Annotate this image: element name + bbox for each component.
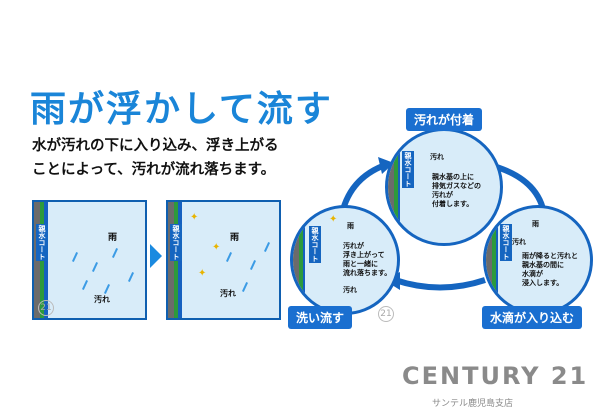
cycle-left-text: 汚れが浮き上がって雨と一緒に流れ落ちます。 bbox=[343, 242, 392, 277]
sparkle-icon: ✦ bbox=[212, 242, 221, 253]
cycle-right: 親水コート 雨 雨が降ると汚れと親水基の間に水滴が浸入します。 汚れ bbox=[483, 205, 593, 315]
cycle-left: 親水コート 雨 汚れが浮き上がって雨と一緒に流れ落ちます。 汚れ ✦ bbox=[290, 205, 400, 315]
rain-label: 雨 bbox=[532, 220, 539, 228]
coat-label: 親水コート bbox=[170, 224, 182, 261]
panel-after: 親水コート 雨 汚れ ✦ ✦ ✦ bbox=[166, 200, 281, 320]
cycle-top-text: 親水基の上に排気ガスなどの汚れが付着します。 bbox=[432, 173, 481, 208]
page-title: 雨が浮かして流す bbox=[30, 89, 333, 130]
dirt-label: 汚れ bbox=[220, 289, 236, 298]
stage-label-top: 汚れが付着 bbox=[406, 108, 483, 131]
wall-layer bbox=[293, 208, 305, 312]
badge-21: 21 bbox=[38, 300, 54, 316]
cycle-right-text: 雨が降ると汚れと親水基の間に水滴が浸入します。 bbox=[522, 252, 578, 287]
brand-logo: CENTURY 21 bbox=[402, 362, 589, 390]
sparkle-icon: ✦ bbox=[198, 268, 207, 279]
arrow-right-icon bbox=[150, 244, 162, 268]
branch-name: サンテル鹿児島支店 bbox=[432, 399, 514, 409]
rain-label: 雨 bbox=[230, 233, 240, 243]
stage-label-left: 洗い流す bbox=[288, 306, 353, 329]
panel-before: 親水コート 雨 汚れ 21 bbox=[32, 200, 147, 320]
sparkle-icon: ✦ bbox=[329, 214, 338, 225]
wall-layer bbox=[388, 131, 400, 243]
coat-label: 親水コート bbox=[309, 226, 321, 263]
wall-layer bbox=[486, 208, 498, 312]
coat-label: 親水コート bbox=[500, 224, 512, 261]
dirt-label: 汚れ bbox=[343, 286, 357, 294]
stage-label-right: 水滴が入り込む bbox=[482, 306, 583, 329]
dirt-label: 汚れ bbox=[94, 295, 110, 304]
dirt-label: 汚れ bbox=[430, 153, 444, 161]
description-line-1: 水が汚れの下に入り込み、浮き上がる bbox=[32, 138, 279, 154]
sparkle-icon: ✦ bbox=[190, 212, 199, 223]
rain-label: 雨 bbox=[108, 233, 118, 243]
dirt-label: 汚れ bbox=[512, 238, 526, 246]
description-line-2: ことによって、汚れが流れ落ちます。 bbox=[32, 162, 276, 178]
coat-label: 親水コート bbox=[402, 151, 414, 188]
coat-label: 親水コート bbox=[36, 224, 48, 261]
badge-21: 21 bbox=[378, 306, 394, 322]
rain-label: 雨 bbox=[347, 222, 354, 230]
description: 水が汚れの下に入り込み、浮き上がる ことによって、汚れが流れ落ちます。 bbox=[32, 134, 279, 182]
